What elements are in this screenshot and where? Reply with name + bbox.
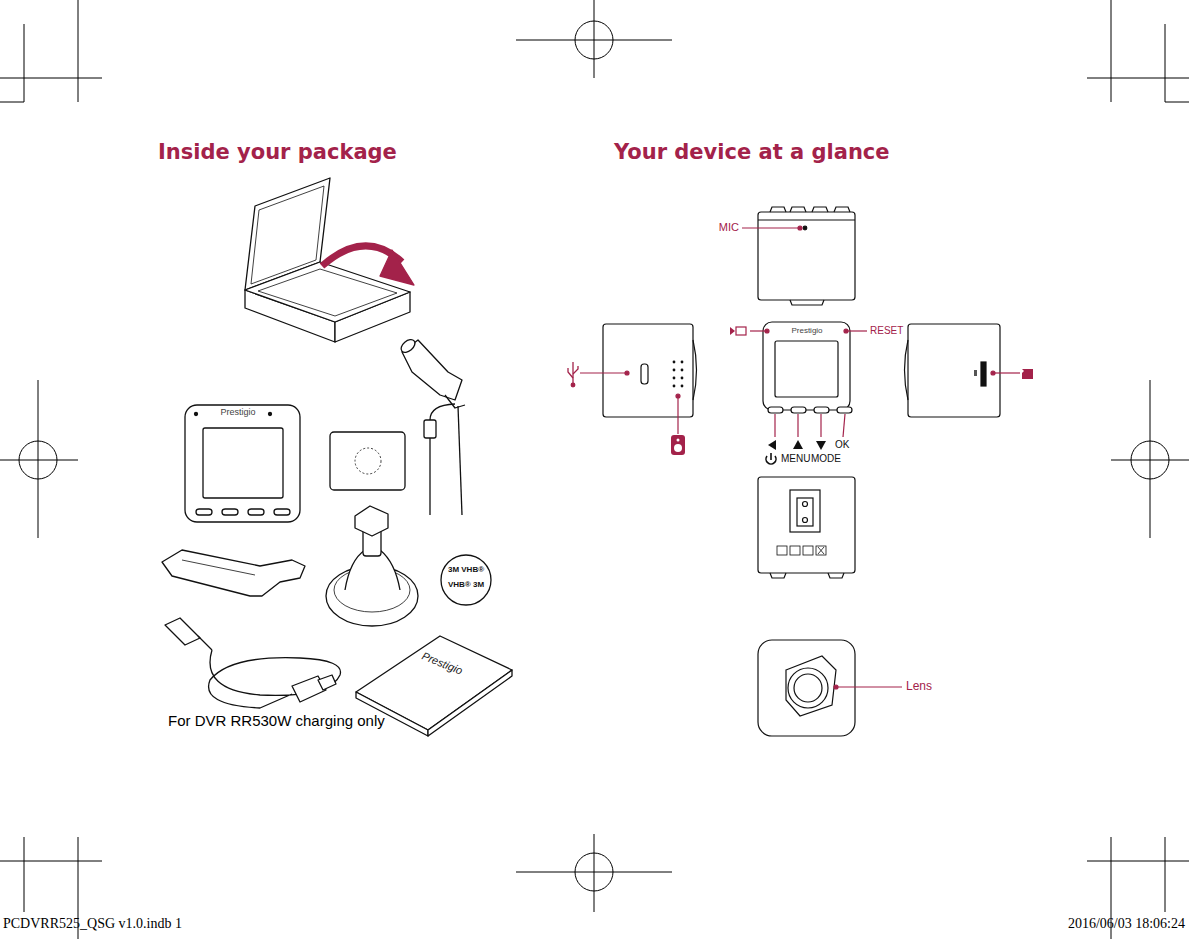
button-label: MENU: [781, 453, 810, 465]
button-label: OK: [835, 439, 849, 451]
callout-label: Lens: [906, 679, 932, 693]
footer-text: 2016/06/03 18:06:24: [1068, 916, 1185, 933]
button-label: MODE: [811, 453, 841, 465]
section-heading: Your device at a glance: [614, 140, 890, 165]
brand-name: Prestigio: [220, 407, 255, 418]
footer-text: PCDVRR525_QSG v1.0.indb 1: [3, 916, 182, 933]
callout-leaders: [580, 226, 1020, 689]
device-views: [603, 207, 1000, 736]
callout-label: MIC: [719, 221, 739, 234]
sticker-text: VHB® 3M: [448, 580, 484, 590]
section-heading: Inside your package: [158, 140, 397, 165]
package-contents: [162, 178, 512, 736]
callout-label: RESET: [870, 325, 903, 337]
sticker-text: 3M VHB®: [448, 565, 484, 575]
note-text: For DVR RR530W charging only: [168, 712, 385, 730]
icons: [568, 327, 1033, 464]
brand-name: Prestigio: [791, 326, 822, 336]
